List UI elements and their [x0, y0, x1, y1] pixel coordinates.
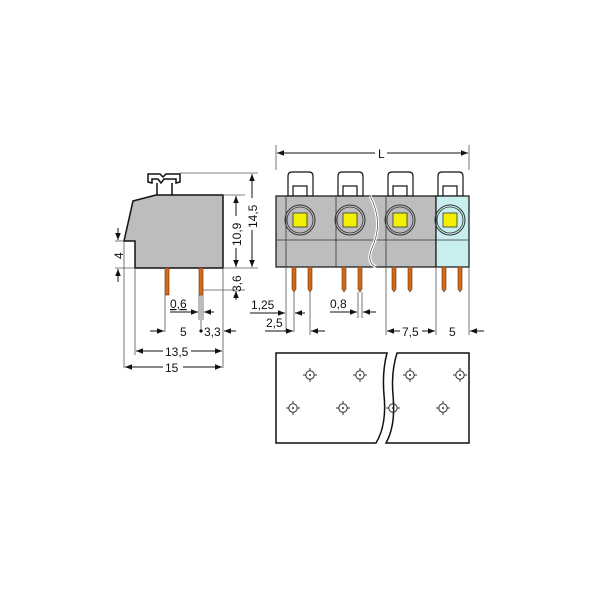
dim-step-height: 4 — [112, 252, 126, 259]
dim-pin-spacing: 2,5 — [266, 316, 283, 330]
dim-pitch-right: 5 — [449, 325, 456, 339]
dim-total-depth: 15 — [165, 361, 179, 375]
button-pole-2 — [334, 204, 366, 236]
side-pin-1 — [164, 267, 170, 296]
dim-height-body: 10,9 — [230, 222, 244, 246]
dim-overall-length: L — [378, 147, 385, 161]
button-pole-3 — [384, 204, 416, 236]
dim-pin-to-back: 3,3 — [204, 325, 221, 339]
dim-height-total: 14,5 — [246, 204, 260, 228]
dim-pin-width: 0,6 — [170, 297, 187, 311]
lever-icon — [147, 173, 181, 197]
dim-pin-length: 3,6 — [230, 275, 244, 292]
dim-pin-pitch: 5 — [180, 325, 187, 339]
button-pole-4 — [434, 204, 466, 236]
button-pole-1 — [284, 204, 316, 236]
pcb-panel-right — [384, 352, 470, 444]
dim-pitch-left: 7,5 — [402, 325, 419, 339]
front-view: L — [250, 145, 484, 339]
dim-body-depth: 13,5 — [165, 345, 189, 359]
dim-pin-width-front: 0,8 — [330, 297, 347, 311]
dim-edge-to-pin: 1,25 — [251, 298, 275, 312]
side-view: 14,5 10,9 3,6 4 0,6 5 3,3 13,5 15 — [112, 172, 260, 375]
side-pin-2 — [198, 267, 204, 296]
side-housing — [123, 194, 224, 269]
pcb-panel-left — [275, 352, 388, 444]
pcb-footprint — [275, 352, 470, 444]
